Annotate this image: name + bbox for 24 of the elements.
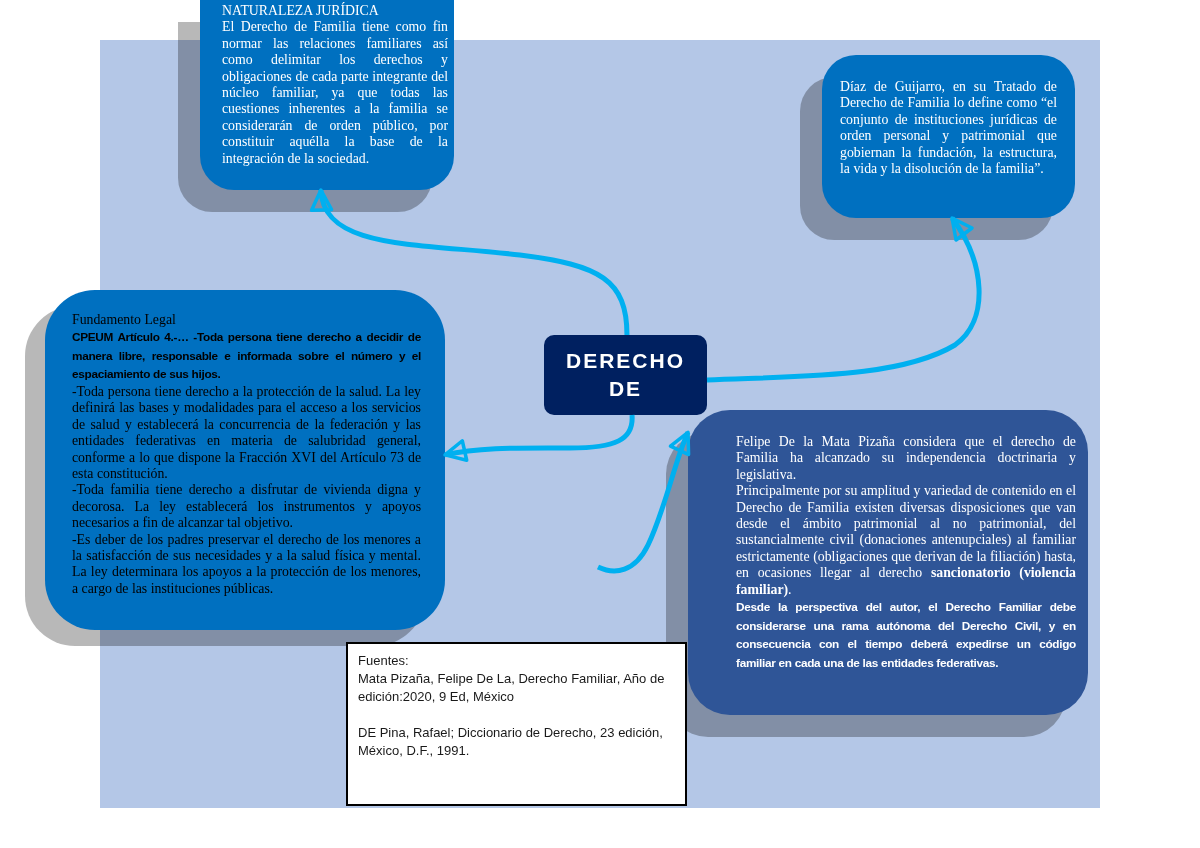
card-paragraph: -Es deber de los padres preservar el derecho de los menores a la satisfacción de sus necesidades y a la salud física y mental. La ley determinara los apoyos a la protección de los menores, a cargo de las instituciones públicas. <box>72 531 421 598</box>
topic-title: DERECHO DE <box>565 348 686 402</box>
card-paragraph: Felipe De la Mata Pizaña considera que el derecho de Familia ha alcanzado su independencia doctrinaria y legislativa. <box>736 434 1076 484</box>
source-text: Fuentes: <box>358 652 410 670</box>
info-card <box>688 410 1088 715</box>
sources-box <box>346 642 687 806</box>
card-paragraph: Principalmente por su amplitud y variedad de contenido en el Derecho de Familia existen diversas disposiciones que van desde el ámbito patrimonial al no patrimonial, del sustancialmente civil (donaciones antenupciales) al familiar estrictamente (obligaciones que derivan de la filiación) hasta, en ocasiones llegar al derecho sancionatorio (violencia familiar). <box>736 483 1076 599</box>
card-paragraph: -Toda persona tiene derecho a la protección de la salud. La ley definirá las bases y modalidades para el acceso a los servicios de salud y establecerá la concurrencia de la federación y las entidades federativas en materia de salubridad general, conforme a lo que dispone la Fracción XVI del Artículo 73 de esta constitución. <box>72 383 421 483</box>
info-card <box>45 290 445 630</box>
card-paragraph: CPEUM Artículo 4.-… -Toda persona tiene derecho a decidir de manera libre, responsable e informada sobre el número y el espaciamiento de sus hijos. <box>72 329 421 384</box>
arrow <box>706 216 982 383</box>
card-paragraph: El Derecho de Familia tiene como fin normar las relaciones familiares así como delimitar los derechos y obligaciones de cada parte integrante del núcleo familiar, ya que todas las cuestiones inherentes a la familia se considerarán de orden público, por constituir aquélla la base de la integración de la sociedad. <box>222 19 448 168</box>
card-heading: NATURALEZA JURÍDICA <box>222 3 380 20</box>
card-paragraph: Desde la perspectiva del autor, el Derecho Familiar debe considerarse una rama autónoma del Derecho Civil, y en consecuencia con el tiempo deberá expedirse un código familiar en cada una de las entidades federativas. <box>736 599 1076 672</box>
source-text: DE Pina, Rafael; Diccionario de Derecho, 23 edición, México, D.F., 1991. <box>358 724 664 760</box>
arrow <box>597 430 691 574</box>
info-card <box>822 55 1075 218</box>
info-card <box>200 0 454 190</box>
card-paragraph: -Toda familia tiene derecho a disfrutar de vivienda digna y decorosa. La ley establecerá los instrumentos y apoyos necesarios a fin de alcanzar tal objetivo. <box>72 482 421 532</box>
source-text: Mata Pizaña, Felipe De La, Derecho Familiar, Año de edición:2020, 9 Ed, México <box>358 670 666 706</box>
card-heading: Fundamento Legal <box>72 312 177 329</box>
central-topic-box <box>544 335 707 415</box>
card-paragraph: Díaz de Guijarro, en su Tratado de Derecho de Familia lo define como “el conjunto de instituciones jurídicas de orden personal y patrimonial que gobiernan la fundación, la estructura, la vida y la disolución de la familia”. <box>840 79 1057 178</box>
arrow <box>312 188 630 336</box>
